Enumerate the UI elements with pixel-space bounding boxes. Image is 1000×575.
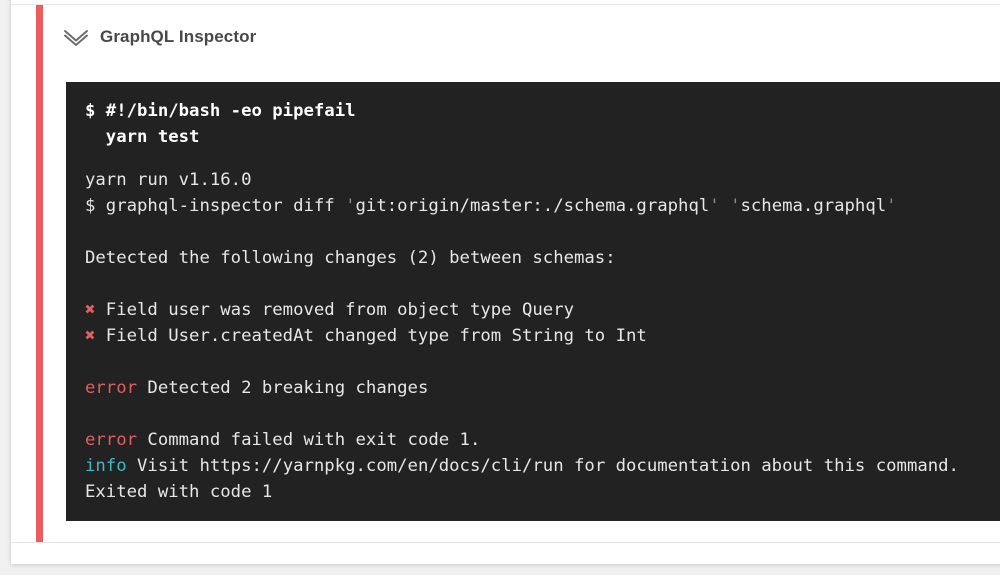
- terminal-line: error Detected 2 breaking changes: [85, 378, 429, 398]
- step-title: GraphQL Inspector: [100, 27, 257, 46]
- terminal-line: Detected the following changes (2) betwe…: [85, 248, 616, 268]
- terminal-output-block: yarn run v1.16.0 $ graphql-inspector diff…: [85, 167, 1000, 505]
- terminal-line: error Command failed with exit code 1.: [85, 430, 481, 450]
- terminal-line: ✖ Field user was removed from object typ…: [85, 300, 574, 320]
- step-header[interactable]: GraphQL Inspector: [63, 22, 256, 52]
- step-divider-bottom: [11, 542, 1000, 543]
- terminal-line: Exited with code 1: [85, 482, 273, 502]
- terminal-line: $ #!/bin/bash -eo pipefail: [85, 101, 356, 121]
- terminal-command-block: $ #!/bin/bash -eo pipefail yarn test: [85, 98, 1000, 150]
- terminal-line: yarn run v1.16.0: [85, 170, 252, 190]
- terminal-line: [85, 219, 1000, 245]
- terminal-line: $ graphql-inspector diff 'git:origin/mas…: [85, 196, 897, 216]
- terminal-line: [85, 349, 1000, 375]
- terminal-line: ✖ Field User.createdAt changed type from…: [85, 326, 647, 346]
- terminal-line: yarn test: [85, 127, 200, 147]
- terminal-line: info Visit https://yarnpkg.com/en/docs/c…: [85, 456, 959, 476]
- step-divider-top: [11, 4, 1000, 5]
- terminal-line: [85, 271, 1000, 297]
- build-step-card: GraphQL Inspector $ #!/bin/bash -eo pipe…: [11, 0, 1000, 564]
- terminal-line: [85, 401, 1000, 427]
- terminal-output: $ #!/bin/bash -eo pipefail yarn test yar…: [66, 82, 1000, 521]
- failed-status-accent-bar: [36, 5, 43, 542]
- chevron-down-outline-icon[interactable]: [63, 25, 89, 49]
